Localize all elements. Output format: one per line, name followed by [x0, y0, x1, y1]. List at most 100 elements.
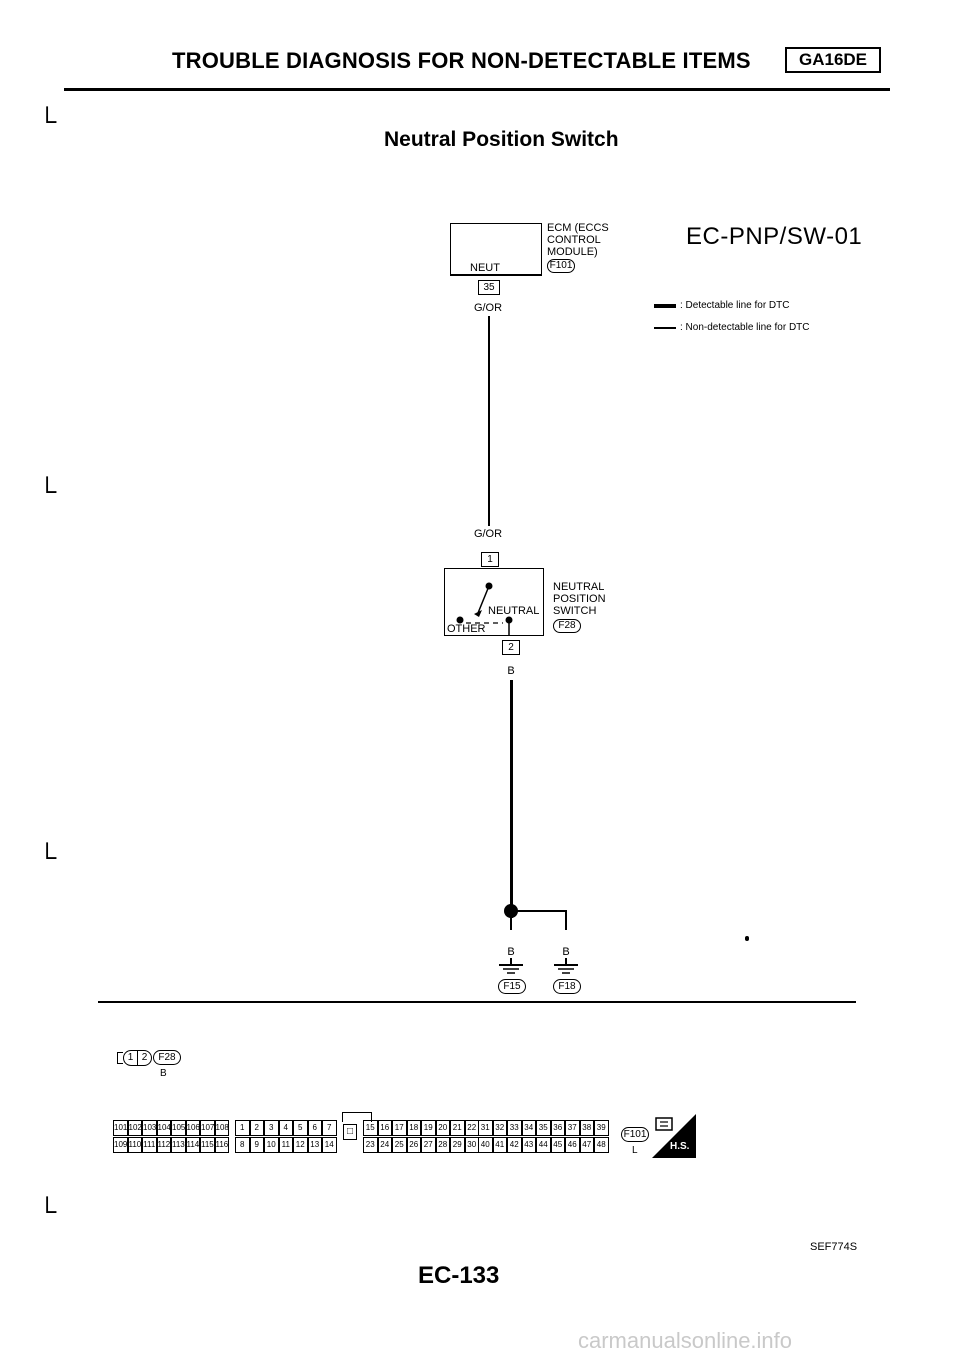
switch-pos-neutral: NEUTRAL: [488, 605, 540, 617]
thick-line-icon: [654, 303, 676, 308]
connector-terminal-cell: 106: [185, 1120, 200, 1136]
page-number: EC-133: [418, 1262, 500, 1289]
ecm-terminal-pin: 35: [478, 280, 500, 295]
wire-b: [510, 680, 513, 918]
header-rule: [64, 88, 890, 91]
connector-terminal-cell: 13: [307, 1137, 322, 1153]
connector-terminal-cell: 23: [363, 1137, 378, 1153]
connector-terminal-cell: 41: [492, 1137, 507, 1153]
ecm-name-line3: MODULE): [547, 246, 598, 258]
f101-color: L: [632, 1145, 638, 1156]
connector-terminal-cell: 38: [579, 1120, 594, 1136]
connector-terminal-cell: 9: [249, 1137, 264, 1153]
binder-mark-icon: └: [38, 476, 57, 506]
connector-terminal-cell: 11: [278, 1137, 293, 1153]
switch-box: [444, 568, 544, 636]
connector-terminal-cell: 112: [156, 1137, 171, 1153]
connector-terminal-cell: 110: [127, 1137, 142, 1153]
switch-blade: [477, 585, 490, 614]
ground-connector-2: F18: [553, 979, 581, 994]
legend-detectable: : Detectable line for DTC: [654, 300, 790, 311]
connector-terminal-cell: 18: [406, 1120, 421, 1136]
ecm-name-line1: ECM (ECCS: [547, 222, 609, 234]
connector-terminal-cell: 48: [594, 1137, 609, 1153]
connector-terminal-cell: 12: [293, 1137, 308, 1153]
connector-terminal-cell: 104: [156, 1120, 171, 1136]
switch-pin-in: 1: [481, 552, 499, 567]
connector-terminal-cell: 105: [171, 1120, 186, 1136]
connector-terminal-cell: 107: [200, 1120, 215, 1136]
connector-terminal-cell: 17: [392, 1120, 407, 1136]
ecm-name-line2: CONTROL: [547, 234, 601, 246]
connector-terminal-cell: 8: [235, 1137, 250, 1153]
diagram-bottom-rule: [98, 1001, 856, 1003]
connector-terminal-cell: 28: [435, 1137, 450, 1153]
connector-terminal-cell: 37: [565, 1120, 580, 1136]
ground-icon: [554, 958, 578, 974]
ground-icon: [499, 958, 523, 974]
hs-label: H.S.: [670, 1141, 690, 1152]
connector-terminal-cell: 16: [377, 1120, 392, 1136]
connector-terminal-cell: 24: [377, 1137, 392, 1153]
legend-non-detectable-text: : Non-detectable line for DTC: [680, 322, 810, 333]
connector-terminal-cell: 27: [421, 1137, 436, 1153]
connector-terminal-cell: 14: [322, 1137, 337, 1153]
connector-terminal-cell: 19: [421, 1120, 436, 1136]
binder-mark-icon: └: [38, 1196, 57, 1226]
connector-terminal-cell: 2: [249, 1120, 264, 1136]
connector-terminal-cell: 114: [185, 1137, 200, 1153]
connector-terminal-cell: 108: [214, 1120, 229, 1136]
f28-color: B: [160, 1068, 167, 1079]
ecm-terminal-label: NEUT: [470, 262, 500, 274]
ecm-box-bottom: [450, 274, 542, 276]
connector-terminal-cell: 109: [113, 1137, 128, 1153]
speck: [745, 936, 749, 941]
switch-wire-out-color: B: [507, 665, 515, 677]
connector-terminal-cell: 101: [113, 1120, 128, 1136]
connector-terminal-cell: 30: [464, 1137, 479, 1153]
connector-terminal-cell: 29: [450, 1137, 465, 1153]
connector-terminal-cell: 113: [171, 1137, 186, 1153]
f28-pin-1: 1: [123, 1050, 138, 1066]
connector-terminal-cell: 33: [507, 1120, 522, 1136]
f28-pin-2: 2: [137, 1050, 152, 1066]
connector-terminal-cell: 32: [492, 1120, 507, 1136]
switch-pin-out: 2: [502, 640, 520, 655]
watermark: carmanualsonline.info: [578, 1328, 793, 1353]
connector-terminal-cell: 35: [536, 1120, 551, 1136]
f101-connector-badge: F101: [621, 1127, 649, 1142]
hs-logo-icon: [652, 1114, 696, 1158]
binder-mark-icon: └: [38, 842, 57, 872]
switch-name-line1: NEUTRAL: [553, 581, 605, 593]
ecm-box: [450, 223, 542, 275]
connector-terminal-cell: 111: [142, 1137, 157, 1153]
section-subtitle: Neutral Position Switch: [384, 128, 619, 151]
connector-terminal-cell: 31: [478, 1120, 493, 1136]
ecm-connector-badge: F101: [547, 259, 575, 273]
connector-terminal-cell: 10: [264, 1137, 279, 1153]
switch-contact-other: [456, 616, 464, 624]
connector-terminal-cell: 36: [550, 1120, 565, 1136]
connector-terminal-cell: 6: [307, 1120, 322, 1136]
connector-terminal-cell: 3: [264, 1120, 279, 1136]
wire-b-down: [510, 918, 512, 930]
switch-symbol: [456, 582, 513, 636]
switch-pos-other: OTHER: [447, 623, 486, 635]
f28-connector-badge: F28: [153, 1050, 181, 1065]
legend-non-detectable: : Non-detectable line for DTC: [654, 322, 810, 333]
ground-connector-1: F15: [498, 979, 526, 994]
connector-terminal-cell: 43: [521, 1137, 536, 1153]
wire-b-branch: [511, 910, 567, 912]
page-title: TROUBLE DIAGNOSIS FOR NON-DETECTABLE ITE…: [172, 48, 751, 73]
connector-terminal-cell: 34: [521, 1120, 536, 1136]
strip-latch: [342, 1112, 372, 1122]
switch-name-line3: SWITCH: [553, 605, 597, 617]
ecm-wire-color: G/OR: [473, 302, 503, 314]
wire-b-branch-down: [565, 910, 567, 930]
switch-wire-in-color: G/OR: [473, 528, 503, 540]
strip-key-icon: □: [343, 1124, 357, 1140]
connector-terminal-cell: 4: [278, 1120, 293, 1136]
connector-terminal-cell: 22: [464, 1120, 479, 1136]
connector-terminal-cell: 39: [594, 1120, 609, 1136]
